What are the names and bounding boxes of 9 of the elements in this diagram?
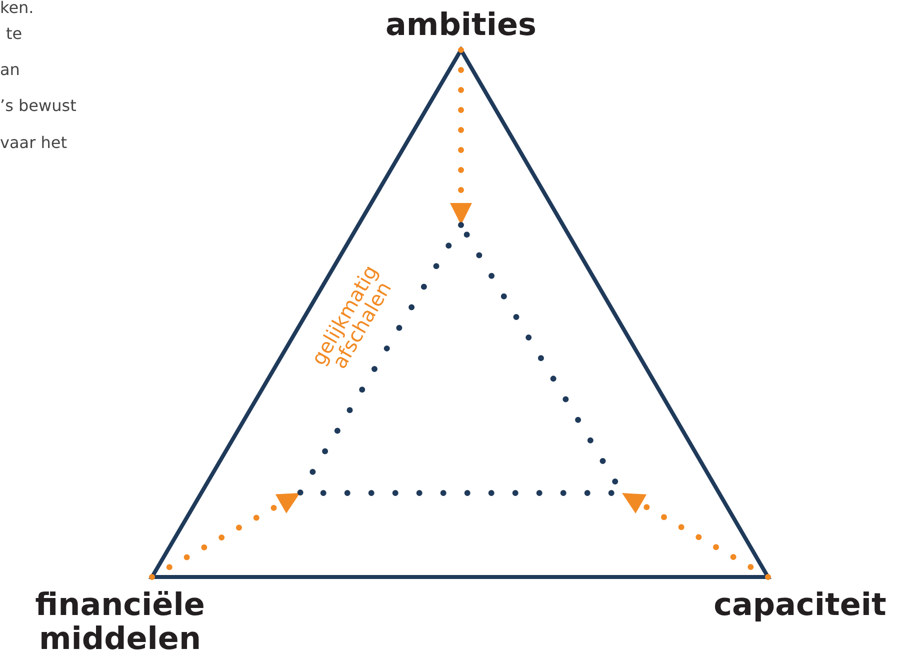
text-fragment: vaar het [0, 133, 67, 152]
text-fragment: te [6, 24, 22, 43]
corner-label: ambities [375, 8, 547, 48]
text-fragment: an [0, 60, 20, 79]
text-fragment: ken. [0, 0, 34, 17]
text-fragment: ’s bewust [0, 96, 76, 115]
dotted-arrow [619, 490, 771, 580]
corner-label: capaciteit [700, 588, 900, 628]
corner-label: financiële middelen [20, 588, 220, 660]
